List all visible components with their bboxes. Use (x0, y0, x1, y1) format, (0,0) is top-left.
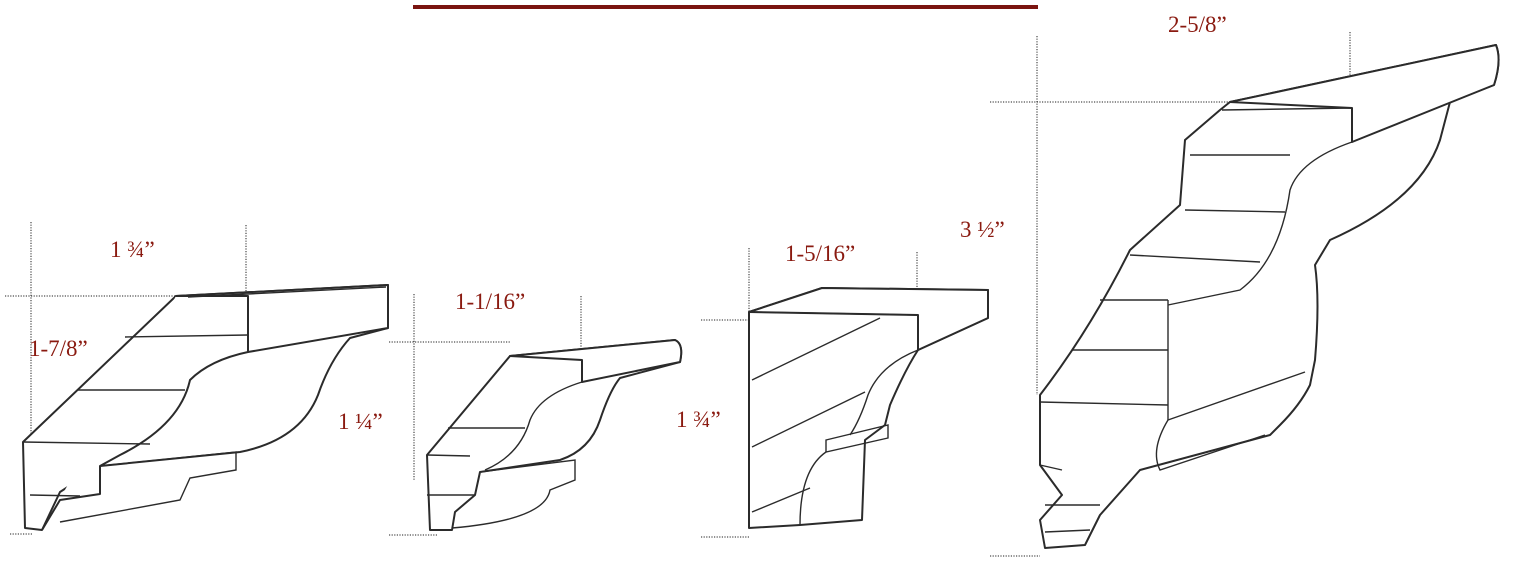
height-label-1: 1-7/8” (29, 336, 88, 361)
width-label-3: 1-5/16” (785, 241, 856, 266)
molding-profile-2 (389, 294, 683, 536)
molding-profile-3 (701, 248, 989, 538)
height-label-2: 1 ¼” (338, 409, 383, 434)
molding-profile-1 (5, 222, 389, 535)
height-label-3: 1 ¾” (676, 407, 721, 432)
molding-profile-face (41, 295, 249, 531)
width-label-2: 1-1/16” (455, 289, 526, 314)
molding-top-face (509, 339, 683, 383)
height-label-4: 3 ½” (960, 217, 1005, 242)
molding-top-face (175, 284, 389, 353)
width-label-1: 1 ¾” (110, 237, 155, 262)
molding-top-face (1229, 44, 1500, 143)
width-label-4: 2-5/8” (1168, 12, 1227, 37)
molding-profile-4 (990, 32, 1500, 557)
molding-body (1039, 44, 1500, 549)
